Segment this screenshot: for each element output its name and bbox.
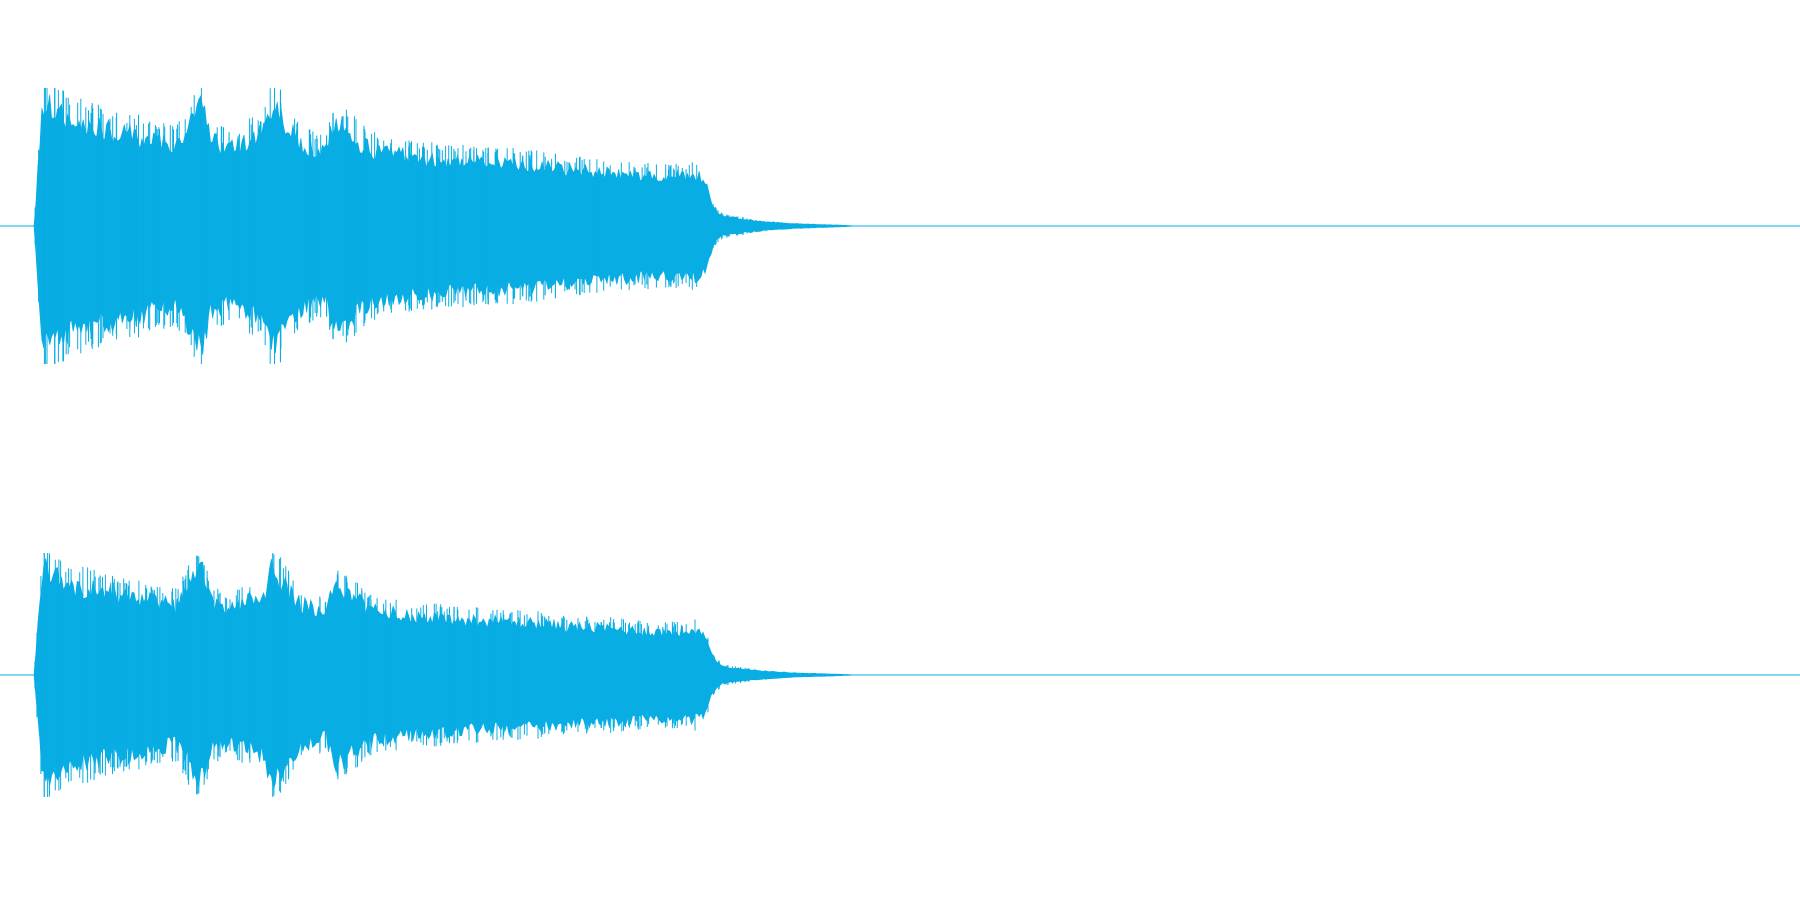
channel-2-waveform-fill — [33, 558, 1800, 790]
channel-1-waveform — [0, 88, 1800, 364]
channel-2-waveform — [0, 553, 1800, 797]
channel-1-waveform-fill — [33, 94, 1800, 356]
